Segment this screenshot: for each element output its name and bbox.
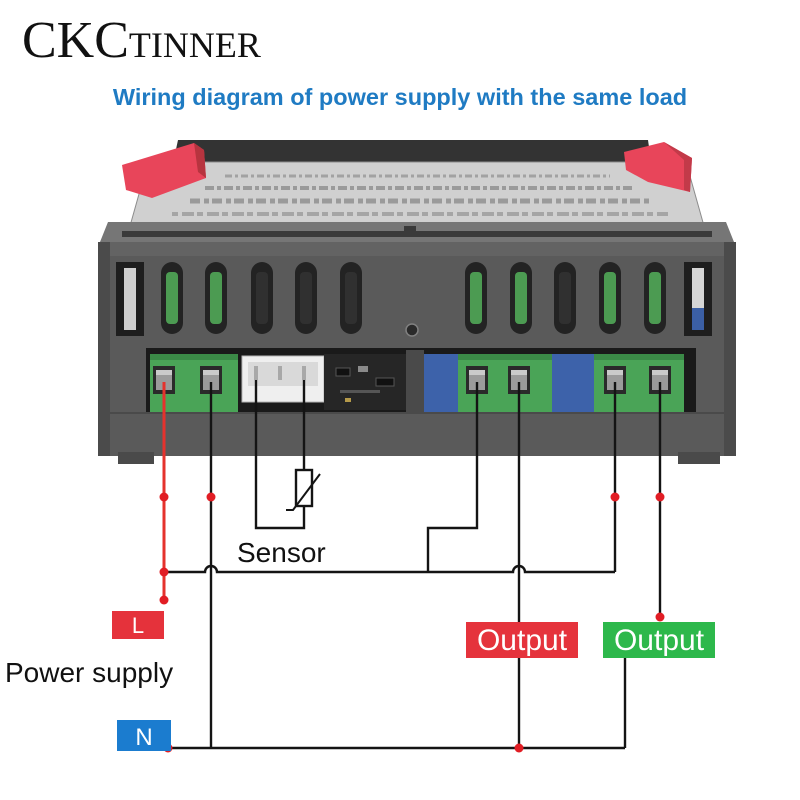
rear-bezel [172,140,652,168]
connector-pin [278,366,282,380]
sensor-connector [241,355,325,403]
housing-foot-right [678,452,720,464]
vent-slot [116,262,144,336]
junction-dot [159,567,169,577]
thermistor-symbol [286,468,321,511]
vent-slot [295,262,317,334]
output-1-label: Output [466,622,578,658]
vent-slot [251,262,273,334]
housing-foot-left [118,452,154,464]
brand-logo-sub: TINNER [129,25,261,65]
right-mounting-clip [624,142,692,192]
junction-dot [655,492,665,502]
neutral-label: N [117,720,171,751]
vent-slots [116,262,712,336]
connector-pin [254,366,258,380]
vent-slot [465,262,487,334]
temperature-controller [98,140,736,464]
power-supply-label: Power supply [5,657,173,688]
output-1-label-box [466,622,578,658]
left-mounting-clip-shade [194,143,206,178]
junction-dot [159,595,169,605]
vent-slot [599,262,621,334]
circuit-board [324,354,406,410]
junction-dot [514,743,524,753]
housing-upper-band [110,242,724,256]
sticker-print [172,174,668,216]
connector-pin [302,366,306,380]
diagram-title: Wiring diagram of power supply with the … [113,84,687,110]
line-label: L [112,611,164,639]
output-2-label-box [603,622,715,658]
terminal-screw [200,366,222,394]
common-bus-wire [164,564,615,574]
junction-dot [610,492,620,502]
terminal-screw [466,366,488,394]
brand-logo-main: CKC [22,12,129,69]
junction-dot [206,492,216,502]
relay-block [552,354,594,412]
terminal-block-right [594,354,684,412]
housing-left-edge [98,242,110,456]
terminal-screw [649,366,671,394]
housing-groove [122,231,712,237]
neutral-label-box [117,720,171,751]
neutral-label-text: N [135,724,152,751]
output-2-label-text: Output [614,624,705,657]
vent-slot [340,262,362,334]
terminal-divider [406,350,424,412]
line-label-box [112,611,164,639]
sensor-wire-left [254,380,306,530]
line-label-text: L [132,613,144,638]
vent-slot [644,262,666,334]
vent-slot [554,262,576,334]
vent-slot [161,262,183,334]
wiring [162,380,662,750]
junction-dots [159,492,665,753]
terminal-screw [604,366,626,394]
housing-notch [404,226,416,237]
label-sticker [129,161,705,227]
vent-slot [205,262,227,334]
housing-right-edge [724,242,736,456]
right-mounting-clip-shade [664,142,692,192]
brand-logo: CKCTINNER [22,12,261,69]
output-1-label-text: Output [477,624,568,657]
terminal-screw [153,366,175,394]
vent-slot [510,262,532,334]
output-2-label: Output [603,622,715,658]
housing-screw [405,323,419,337]
junction-dot [159,492,169,502]
sensor-label: Sensor [237,537,326,568]
vent-slot [684,262,712,336]
output-1-feed-wire [426,382,479,572]
terminal-block-middle [458,354,552,412]
junction-dot [655,612,665,622]
left-mounting-clip [122,143,206,198]
terminal-screw [508,366,530,394]
relay-block [424,354,458,412]
